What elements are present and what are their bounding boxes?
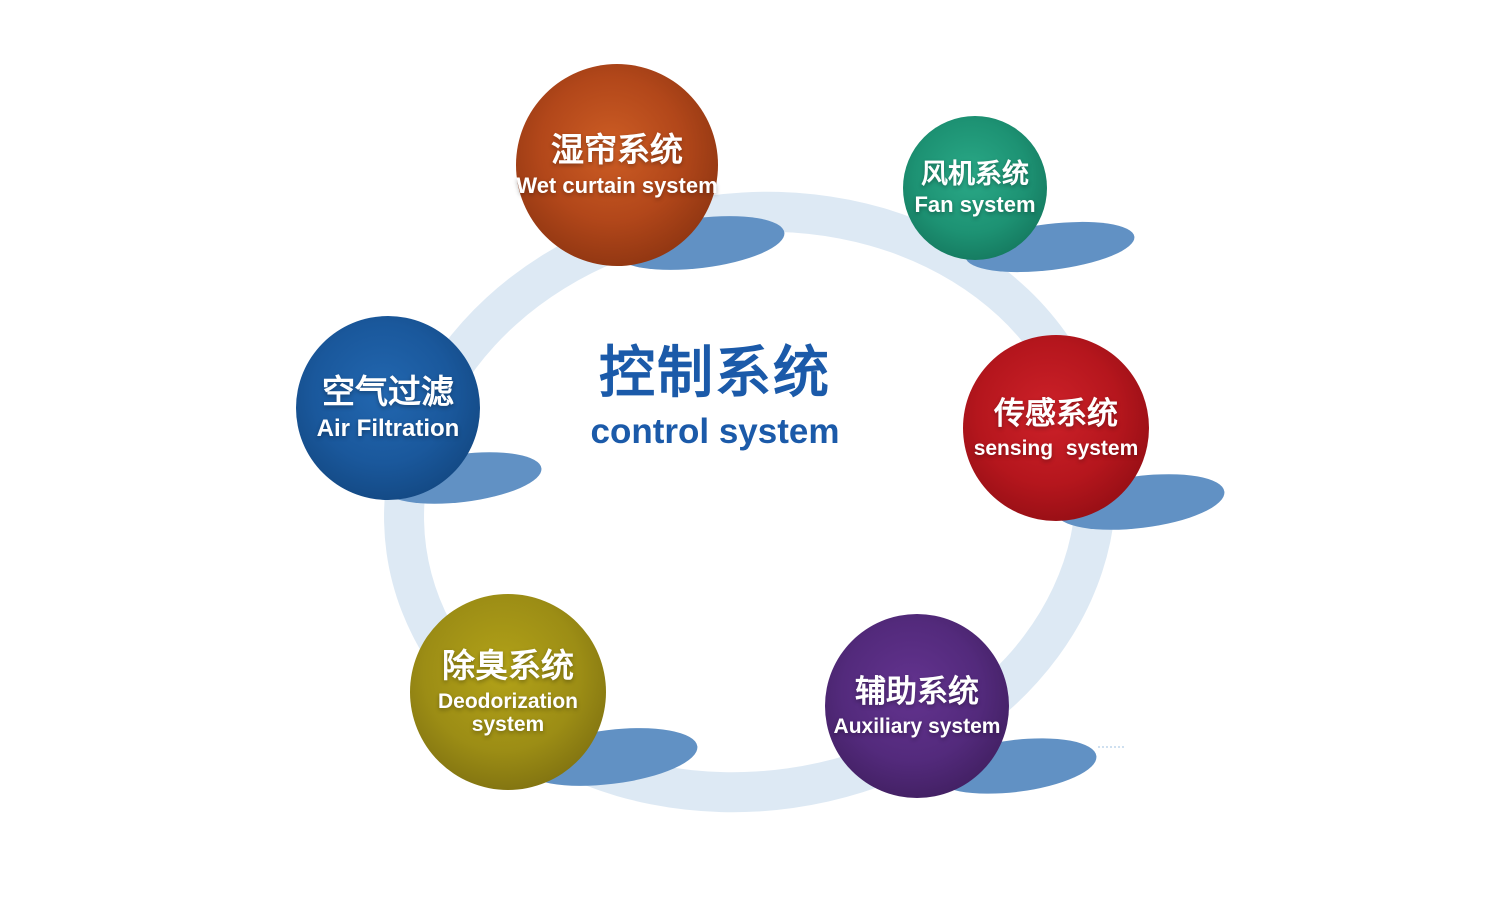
sensing-label-zh: 传感系统 [994,396,1118,432]
fan-label-en: Fan system [914,191,1036,217]
deodorization-label-en: Deodorization system [438,690,578,737]
air-filtration-label-en: Air Filtration [316,415,460,443]
auxiliary-label-en: Auxiliary system [833,714,1001,738]
node-deodorization-system: 除臭系统 Deodorization system [410,594,606,790]
fan-label-zh: 风机系统 [921,158,1029,189]
node-auxiliary-system: 辅助系统 Auxiliary system [825,614,1009,798]
node-sensing-system: 传感系统 sensing system [963,335,1149,521]
wet-curtain-label-en: Wet curtain system [516,173,718,199]
node-fan-system: 风机系统 Fan system [903,116,1047,260]
air-filtration-label-zh: 空气过滤 [322,373,454,411]
auxiliary-label-zh: 辅助系统 [855,674,979,710]
wet-curtain-label-zh: 湿帘系统 [551,131,683,169]
center-title-en: control system [590,411,840,451]
center-title-zh: 控制系统 [599,341,831,404]
node-wet-curtain-system: 湿帘系统 Wet curtain system [516,64,718,266]
deodorization-label-zh: 除臭系统 [442,647,574,685]
node-air-filtration: 空气过滤 Air Filtration [296,316,480,500]
sensing-label-en: sensing system [973,436,1139,460]
center-title: 控制系统 control system [545,342,885,452]
faint-watermark-artifact [1098,746,1124,748]
